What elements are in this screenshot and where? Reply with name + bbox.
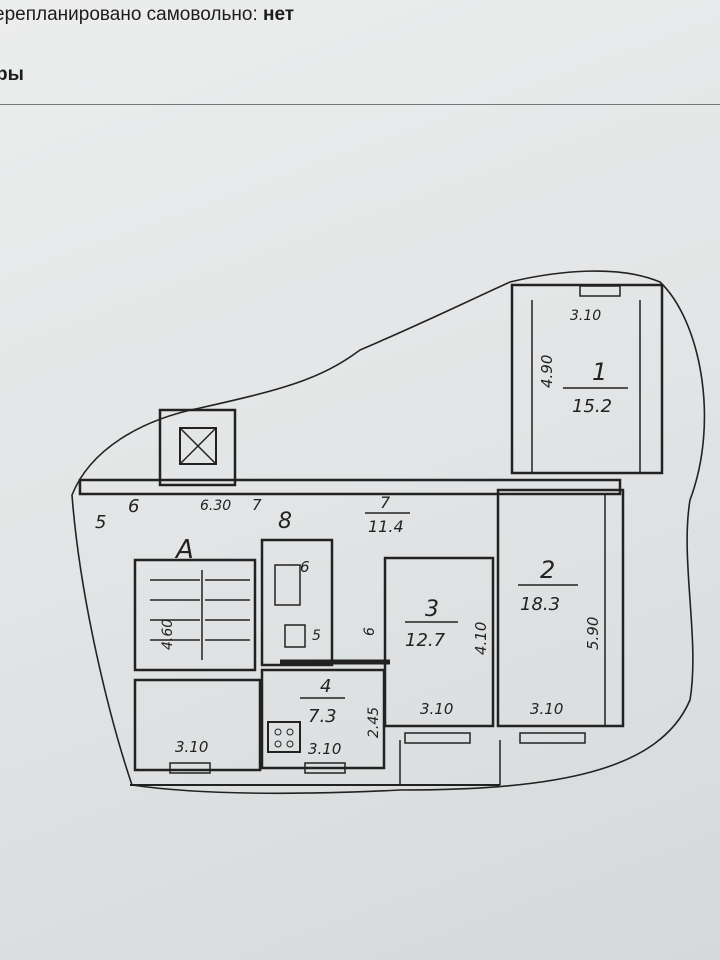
room-4-area: 7.3 <box>308 706 337 727</box>
label-5b: 5 <box>312 628 321 644</box>
room-1-dim-top: 3.10 <box>570 308 601 324</box>
corridor-dim: 6.30 <box>200 498 231 514</box>
room-bottom-left <box>133 678 262 772</box>
room-1 <box>510 283 664 475</box>
room-2-dim-side: 5.90 <box>584 617 602 650</box>
room-3-dim-side: 4.10 <box>472 622 490 655</box>
stove <box>267 721 301 753</box>
room-4-dim-bottom: 3.10 <box>308 740 341 758</box>
toilet <box>284 624 306 648</box>
label-6c: 6 <box>362 627 378 636</box>
room-2-area: 18.3 <box>520 594 560 615</box>
room-7-number: 7 <box>380 493 391 512</box>
room-4-dim-side: 2.45 <box>366 707 382 738</box>
left-room-dim: 3.10 <box>175 738 208 756</box>
corridor-label-7: 7 <box>252 496 262 514</box>
bathroom-block <box>260 538 334 667</box>
room-2-number: 2 <box>540 556 555 584</box>
stair-dim: 4.60 <box>160 619 176 650</box>
room-1-area: 15.2 <box>572 396 612 417</box>
label-5a: 5 <box>95 512 106 533</box>
room-2 <box>496 488 625 728</box>
header-rule <box>0 104 720 105</box>
outline-boundary <box>71 270 706 795</box>
elevator-shaft <box>158 408 237 487</box>
redevelopment-line: ерепланировано самовольно: нет <box>0 4 294 26</box>
room-1-dim-side: 4.90 <box>538 355 556 388</box>
room-3-area: 12.7 <box>405 630 446 651</box>
corridor-label-8: 8 <box>278 509 292 534</box>
stairwell <box>133 558 257 672</box>
stair-label: А <box>174 535 194 565</box>
label-6b: 6 <box>300 558 310 576</box>
room-3 <box>383 556 495 728</box>
section-title-fragment: ры <box>0 64 24 85</box>
label-6a: 6 <box>128 496 139 517</box>
window-room-1 <box>579 285 621 297</box>
room-3-dim-bottom: 3.10 <box>420 700 453 718</box>
room-7-area: 11.4 <box>368 517 404 536</box>
redevelopment-value: нет <box>263 4 295 25</box>
corridor-wall <box>78 478 622 496</box>
bathtub <box>274 564 301 606</box>
redevelopment-label: ерепланировано самовольно: <box>0 4 258 25</box>
room-4-number: 4 <box>320 676 331 697</box>
room-2-dim-bottom: 3.10 <box>530 700 563 718</box>
room-1-number: 1 <box>592 358 607 386</box>
room-3-number: 3 <box>425 597 439 622</box>
